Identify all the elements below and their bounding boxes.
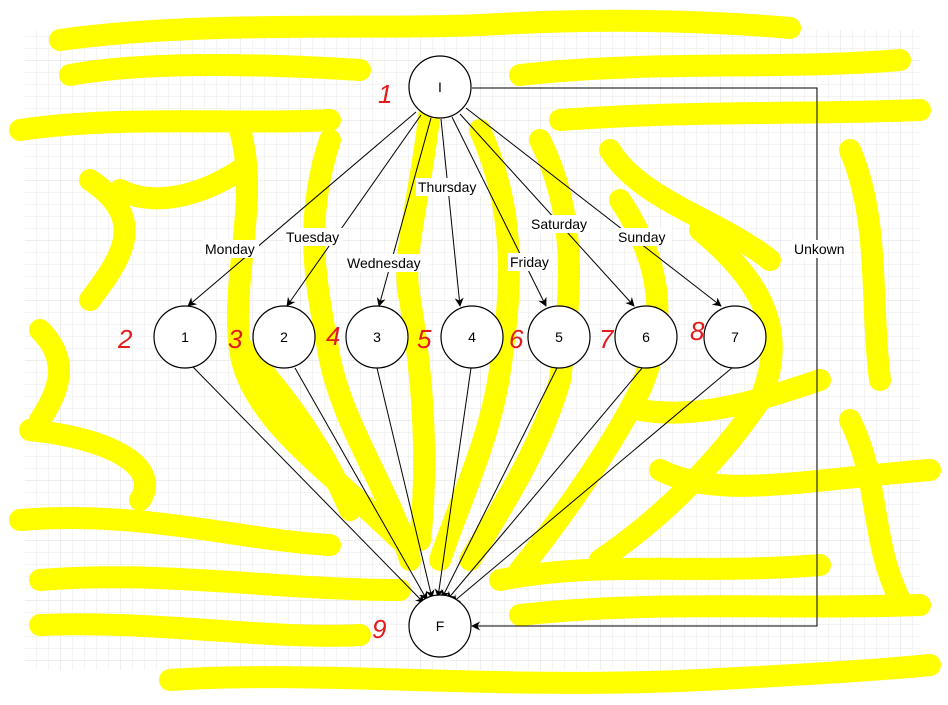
annotation-1: 1 [378, 79, 392, 109]
edge-7-to-f [451, 366, 734, 604]
node-2-label: 2 [280, 329, 288, 345]
node-end-label: F [436, 618, 445, 634]
node-4[interactable]: 4 [440, 305, 504, 369]
node-7[interactable]: 7 [703, 305, 767, 369]
highlighter-scribbles [9, 9, 941, 694]
edge-labels: Monday Tuesday Wednesday Thursday Friday… [203, 178, 848, 272]
edge-i-to-1 [187, 111, 417, 307]
node-5[interactable]: 5 [527, 305, 591, 369]
annotation-9: 9 [372, 614, 386, 644]
annotation-4: 4 [326, 321, 340, 351]
edge-2-to-f [294, 367, 428, 601]
edge-label-monday: Monday [205, 241, 255, 257]
edge-label-bypass: Unkown [794, 241, 845, 257]
edge-label-wednesday: Wednesday [347, 255, 421, 271]
annotation-2: 2 [117, 324, 133, 354]
edge-1-to-f [192, 366, 425, 604]
edge-3-to-f [376, 367, 435, 599]
annotation-5: 5 [417, 324, 432, 354]
node-5-label: 5 [555, 329, 563, 345]
node-6[interactable]: 6 [614, 305, 678, 369]
node-6-label: 6 [642, 329, 650, 345]
edge-label-sunday: Sunday [618, 229, 665, 245]
node-4-label: 4 [468, 329, 476, 345]
edge-label-saturday: Saturday [531, 216, 587, 232]
annotation-3: 3 [228, 324, 243, 354]
node-3[interactable]: 3 [345, 305, 409, 369]
edge-label-friday: Friday [510, 254, 549, 270]
node-2[interactable]: 2 [252, 305, 316, 369]
annotation-6: 6 [509, 324, 524, 354]
annotation-7: 7 [599, 324, 615, 354]
node-start[interactable]: I [408, 55, 472, 119]
node-start-label: I [438, 79, 442, 95]
annotation-8: 8 [690, 316, 705, 346]
edge-i-to-f-bypass [471, 87, 818, 631]
edge-i-to-7 [465, 107, 722, 307]
edge-6-to-f [446, 366, 644, 601]
node-1[interactable]: 1 [153, 305, 217, 369]
node-1-label: 1 [181, 329, 189, 345]
node-3-label: 3 [373, 329, 381, 345]
edge-i-to-2 [286, 114, 422, 307]
edge-5-to-f [441, 367, 558, 599]
red-annotations: 1 2 3 4 5 6 7 8 9 [117, 79, 705, 644]
edge-i-to-5 [451, 116, 547, 307]
edge-i-to-4 [440, 118, 464, 307]
edges-to-end [192, 366, 734, 604]
edge-label-tuesday: Tuesday [286, 229, 339, 245]
node-end[interactable]: F [408, 594, 472, 658]
edge-4-to-f [434, 367, 472, 598]
edge-i-to-6 [459, 113, 635, 307]
node-7-label: 7 [731, 329, 739, 345]
edges-from-start [187, 107, 722, 307]
edge-i-to-3 [376, 117, 432, 307]
edge-label-thursday: Thursday [418, 179, 476, 195]
